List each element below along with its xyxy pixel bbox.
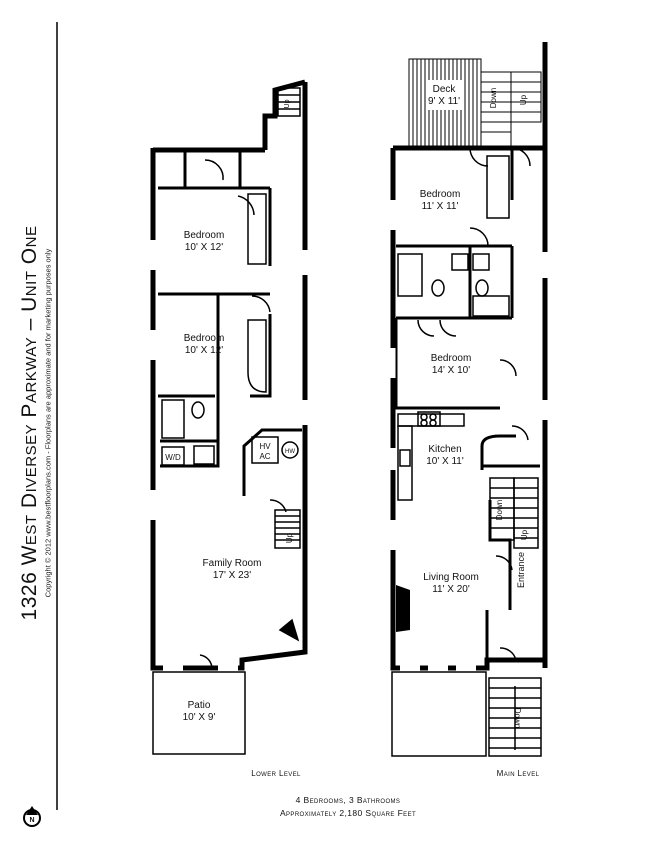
room-dims: 14' X 10' bbox=[432, 365, 470, 376]
entrance-label: Entrance bbox=[516, 552, 526, 588]
room-dims: 10' X 9' bbox=[183, 712, 216, 723]
main-level-plan: Deck 9' X 11' Bedroom 11' X 11' Bedroom … bbox=[390, 42, 548, 778]
deck-stair-down-label: Down bbox=[489, 88, 498, 108]
stair-down-label: Down bbox=[495, 500, 504, 520]
summary-square-feet: Approximately 2,180 Square Feet bbox=[280, 808, 416, 818]
stair-up-label: Up bbox=[520, 529, 529, 540]
hvac-label: HV bbox=[259, 442, 271, 451]
lower-level-plan: Bedroom 10' X 12' Bedroom 10' X 12' Fami… bbox=[150, 79, 308, 778]
room-name: Bedroom bbox=[420, 189, 461, 200]
deck-stair-up-label: Up bbox=[519, 94, 528, 105]
front-stair-down-label: Down bbox=[513, 708, 522, 728]
room-dims: 9' X 11' bbox=[428, 96, 460, 107]
copyright-notice: Copyright © 2012 www.bestfloorplans.com … bbox=[43, 248, 53, 598]
room-dims: 10' X 12' bbox=[185, 345, 223, 356]
hvac-label: AC bbox=[259, 452, 270, 461]
compass-north-label: N bbox=[29, 817, 34, 824]
north-compass-icon: N bbox=[23, 806, 41, 827]
summary-bedrooms: 4 Bedrooms, 3 Bathrooms bbox=[296, 795, 401, 805]
room-name: Deck bbox=[433, 84, 457, 95]
stair-up-label: Up bbox=[284, 99, 291, 108]
lower-level-caption: Lower Level bbox=[251, 769, 301, 778]
room-name: Bedroom bbox=[431, 353, 472, 364]
room-dims: 17' X 23' bbox=[213, 570, 251, 581]
washer-dryer-label: W/D bbox=[165, 453, 181, 462]
room-name: Bedroom bbox=[184, 230, 225, 241]
water-heater-label: HW bbox=[285, 449, 295, 455]
room-dims: 11' X 20' bbox=[432, 584, 470, 595]
room-name: Family Room bbox=[203, 558, 262, 569]
room-name: Patio bbox=[188, 700, 211, 711]
room-name: Bedroom bbox=[184, 333, 225, 344]
room-dims: 11' X 11' bbox=[422, 201, 459, 212]
room-name: Living Room bbox=[423, 572, 479, 583]
stair-up-label: Up bbox=[285, 532, 294, 543]
room-name: Kitchen bbox=[428, 444, 461, 455]
page-title: 1326 West Diversey Parkway – Unit One bbox=[18, 225, 41, 621]
room-dims: 10' X 12' bbox=[185, 242, 223, 253]
main-level-caption: Main Level bbox=[497, 769, 540, 778]
room-dims: 10' X 11' bbox=[426, 456, 464, 467]
